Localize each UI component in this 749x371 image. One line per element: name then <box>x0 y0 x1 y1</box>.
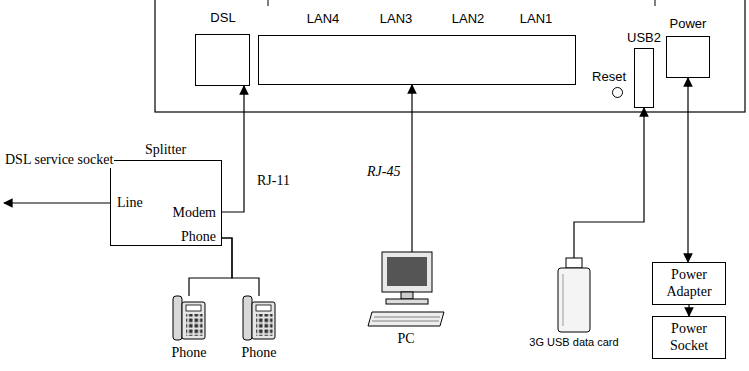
power-socket-box-label: Power Socket <box>657 321 721 353</box>
splitter-box-label: Phone <box>181 229 216 245</box>
splitter-box-label: Splitter <box>145 142 186 158</box>
phone-icon <box>243 296 275 340</box>
reset-button: Reset <box>612 87 623 98</box>
phone: Phone <box>172 296 206 340</box>
phone-label: Phone <box>172 345 207 361</box>
usb-data-card-label: 3G USB data card <box>529 336 618 349</box>
lan-port-block-label: LAN2 <box>452 12 485 27</box>
usb-port-label: USB2 <box>627 31 661 46</box>
usb-data-card: 3G USB data card <box>558 258 590 332</box>
power-port: Power <box>666 36 710 78</box>
cable-connector <box>688 305 689 316</box>
cable-connector <box>574 108 644 258</box>
cable-connector <box>189 238 232 296</box>
lan-port-block-label: LAN3 <box>380 12 413 27</box>
dsl-port-label: DSL <box>210 11 235 26</box>
cable-type-label: RJ-45 <box>366 164 401 180</box>
panel-divider <box>268 0 269 6</box>
pc: PC <box>368 252 444 328</box>
cable-type-label: RJ-11 <box>256 173 291 189</box>
phone: Phone <box>242 296 276 340</box>
lan-port-block-label: LAN1 <box>520 12 553 27</box>
pc-label: PC <box>397 331 414 347</box>
power-adapter-box-label: Power Adapter <box>657 267 721 299</box>
usb-card-icon <box>558 258 590 332</box>
dsl-port: DSL <box>195 34 250 86</box>
phone-label: Phone <box>242 345 277 361</box>
cable-connector <box>222 238 259 296</box>
cable-connector <box>411 85 412 252</box>
usb-port: USB2 <box>634 48 654 108</box>
power-adapter-box: Power Adapter <box>652 262 726 305</box>
port-caption: DSL service socket <box>4 152 114 168</box>
reset-button-label: Reset <box>592 70 626 85</box>
lan-port-block: LAN4LAN3LAN2LAN1 <box>258 35 576 85</box>
lan-port-block-label: LAN4 <box>307 12 340 27</box>
panel-divider <box>655 0 656 6</box>
cable-connector <box>222 86 244 212</box>
pc-icon <box>368 252 444 326</box>
phone-icon <box>173 296 205 340</box>
power-socket-box: Power Socket <box>652 316 726 359</box>
splitter-box-label: Line <box>117 195 143 211</box>
splitter-box: SplitterLineModemPhone <box>110 160 222 246</box>
cable-connector <box>687 78 688 262</box>
power-port-label: Power <box>670 17 707 32</box>
splitter-box-label: Modem <box>172 205 216 221</box>
leader-arrow <box>4 202 110 203</box>
